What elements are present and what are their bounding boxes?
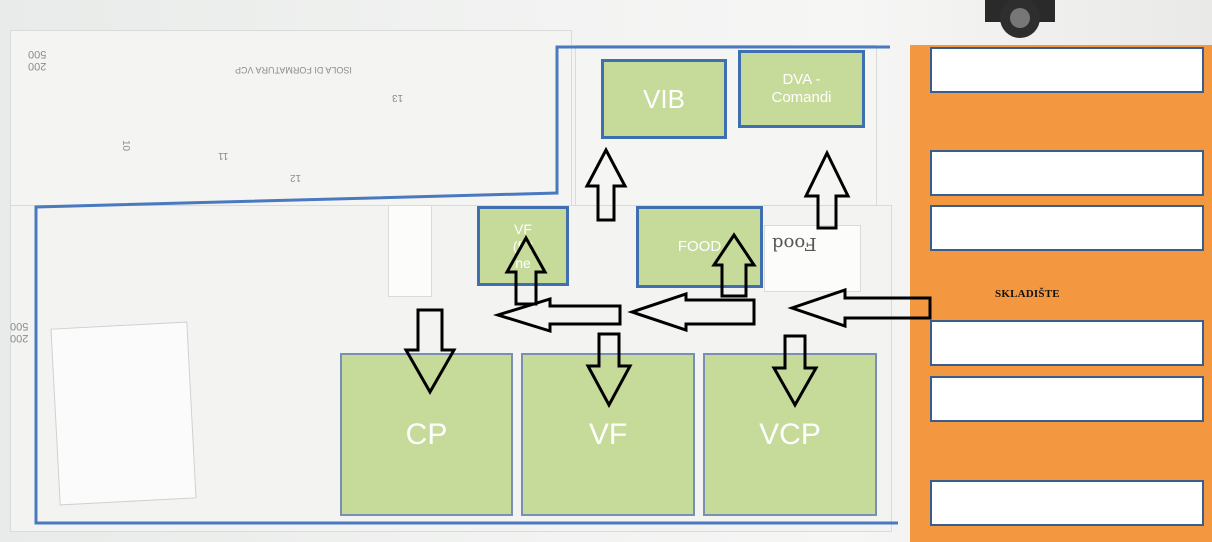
box-cp: CP <box>340 353 513 516</box>
arrow-left-leftmost <box>492 296 622 334</box>
storage-slot <box>930 376 1204 422</box>
box-dva-comandi-label: DVA - Comandi <box>771 71 832 106</box>
arrow-down-vcp <box>771 334 819 409</box>
storage-area <box>910 45 1212 542</box>
storage-slot <box>930 205 1204 251</box>
storage-label: SKLADIŠTE <box>995 288 1060 300</box>
box-dva-comandi: DVA - Comandi <box>738 50 865 128</box>
box-vf: VF <box>521 353 695 516</box>
arrow-down-vf <box>585 332 633 409</box>
arrow-left-middle <box>627 291 756 333</box>
box-vib: VIB <box>601 59 727 139</box>
storage-slot <box>930 320 1204 366</box>
box-cp-label: CP <box>405 417 448 451</box>
arrow-up-vf-small <box>504 234 548 306</box>
box-food-label: FOOD <box>677 238 722 255</box>
box-vcp-label: VCP <box>759 417 821 451</box>
box-vib-label: VIB <box>643 83 685 114</box>
storage-slot <box>930 480 1204 526</box>
handwritten-card-1 <box>388 205 432 297</box>
box-vf-label: VF <box>588 417 628 451</box>
storage-slot <box>930 150 1204 196</box>
arrow-up-dva <box>803 149 851 230</box>
arrow-left-storage <box>787 287 932 329</box>
box-vcp: VCP <box>703 353 877 516</box>
storage-slot <box>930 47 1204 93</box>
handwritten-card-2 <box>764 225 861 292</box>
arrow-up-food <box>711 232 757 298</box>
arrow-up-vib <box>584 146 628 222</box>
paper-sheet-top <box>10 30 572 207</box>
arrow-down-cp <box>403 308 457 396</box>
